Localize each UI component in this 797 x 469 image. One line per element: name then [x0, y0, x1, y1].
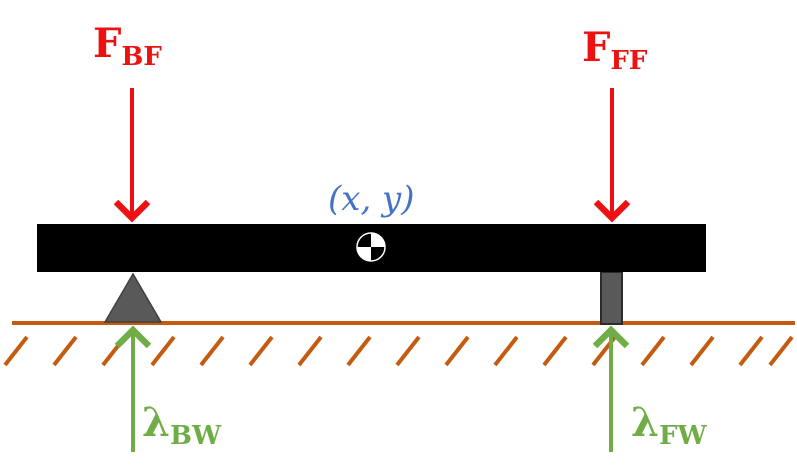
front-force-symbol: F — [582, 24, 611, 71]
back-force-symbol: F — [93, 20, 122, 67]
back-force-label: FBF — [93, 24, 162, 72]
ground-hatching — [3, 335, 794, 367]
front-wheel-reaction-subscript: FW — [659, 421, 707, 451]
back-wheel-reaction-subscript: BW — [170, 421, 222, 451]
center-of-mass-text: (x, y) — [328, 179, 415, 219]
back-force-subscript: BF — [121, 42, 162, 72]
front-wheel-reaction-symbol: λ — [631, 399, 660, 446]
front-force-label: FFF — [582, 28, 648, 76]
center-of-mass-label: (x, y) — [328, 182, 415, 216]
post-support-icon — [600, 271, 623, 325]
front-force-subscript: FF — [610, 46, 648, 76]
back-wheel-reaction-label: λBW — [142, 403, 222, 451]
front-wheel-reaction-label: λFW — [631, 403, 707, 451]
back-wheel-reaction-symbol: λ — [142, 399, 171, 446]
center-of-mass-icon — [356, 232, 386, 262]
triangle-support-icon — [103, 272, 163, 323]
